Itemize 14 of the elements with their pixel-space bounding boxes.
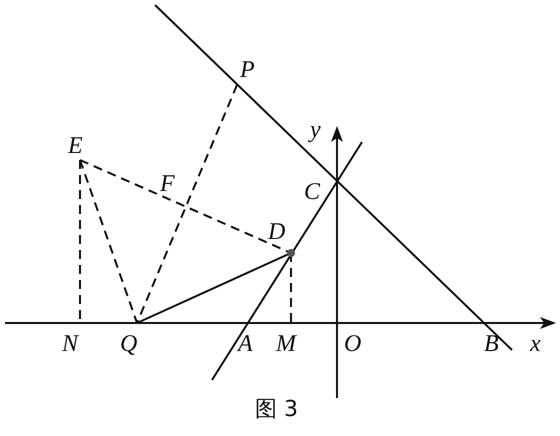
- point-label: P: [240, 58, 255, 82]
- point-label: D: [268, 220, 286, 244]
- point-label: M: [276, 332, 296, 356]
- point-label: A: [238, 332, 253, 356]
- figure-caption: 图 3: [255, 398, 298, 422]
- point-label: B: [484, 332, 499, 356]
- point-label: F: [160, 172, 175, 196]
- point-label: E: [68, 134, 83, 158]
- point-label: N: [62, 332, 78, 356]
- point-label: O: [344, 332, 362, 356]
- axis-label: y: [310, 118, 321, 142]
- point-label: Q: [120, 332, 138, 356]
- axis-label: x: [530, 332, 541, 356]
- point-label: C: [304, 180, 320, 204]
